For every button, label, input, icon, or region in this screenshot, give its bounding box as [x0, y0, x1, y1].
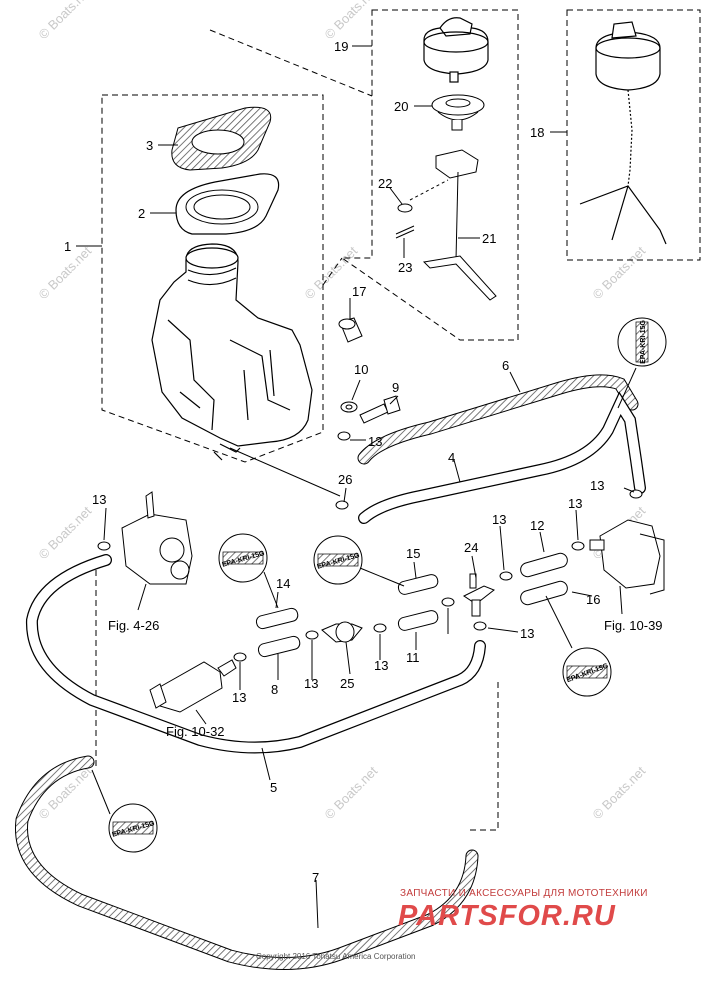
seal-part-20: [431, 94, 485, 131]
callout-18: 18: [530, 125, 544, 140]
callout-12: 12: [530, 518, 544, 533]
callout-1: 1: [64, 239, 71, 254]
callout-13-a: 13: [368, 434, 382, 449]
callout-7: 7: [312, 870, 319, 885]
tank-group-outline: [101, 94, 324, 463]
watermark: © Boats.net: [322, 763, 381, 822]
callout-13-d: 13: [568, 496, 582, 511]
tee-part-24: [463, 573, 495, 617]
hose-part-8: [257, 635, 301, 658]
cap-chain-part-18: [579, 21, 667, 245]
callout-numbers: 3 2 1 19 20 18 22 21 23 17 10 9 6 13 4 2…: [64, 39, 663, 885]
epa-label-e: EPA-KRI-15G: [108, 803, 158, 853]
callout-19: 19: [334, 39, 348, 54]
callout-4: 4: [448, 450, 455, 465]
callout-23: 23: [398, 260, 412, 275]
filter-part-25: [321, 621, 363, 643]
epa-label-a: EPA-KRI-15G: [617, 317, 667, 367]
callout-21: 21: [482, 231, 496, 246]
callout-22: 22: [378, 176, 392, 191]
fig-10-32: Fig. 10-32: [166, 724, 225, 739]
callout-17: 17: [352, 284, 366, 299]
watermark: © Boats.net: [36, 0, 95, 42]
epa-label-d: EPA-KRI-15G: [562, 647, 612, 697]
hose-part-15: [397, 574, 439, 595]
hose-part-4: [358, 391, 646, 524]
outlet-line: [229, 447, 341, 497]
callout-26: 26: [338, 472, 352, 487]
watermark: © Boats.net: [590, 763, 649, 822]
hose-part-5: [25, 554, 486, 754]
clip-parts-22-23: [395, 179, 449, 239]
group-outlines: [95, 9, 701, 831]
dash-link: [470, 680, 499, 831]
hose-part-16: [520, 580, 568, 606]
washer-part-10: [340, 401, 358, 413]
callout-13-e: 13: [492, 512, 506, 527]
clamps-part-13: [97, 431, 643, 662]
callout-13-f: 13: [520, 626, 534, 641]
callout-13-c: 13: [92, 492, 106, 507]
svg-text:EPA-KRI-15G: EPA-KRI-15G: [640, 320, 647, 364]
callout-8: 8: [271, 682, 278, 697]
callout-11: 11: [406, 650, 420, 665]
watermark: © Boats.net: [36, 503, 95, 562]
callout-5: 5: [270, 780, 277, 795]
gasket-part-2: [175, 173, 280, 235]
callout-9: 9: [392, 380, 399, 395]
callout-3: 3: [146, 138, 153, 153]
footer-brand-logo[interactable]: PARTSFOR.RU: [398, 900, 616, 932]
gauge-part-21: [422, 149, 497, 301]
callout-2: 2: [138, 206, 145, 221]
dash-link: [322, 257, 343, 286]
bolt-part-9: [359, 395, 401, 424]
oil-tank-part-1: [151, 243, 313, 461]
hose-part-12: [520, 552, 568, 578]
callout-13-g: 13: [232, 690, 246, 705]
callout-14: 14: [276, 576, 290, 591]
callout-6: 6: [502, 358, 509, 373]
fig-4-26: Fig. 4-26: [108, 618, 159, 633]
epa-label-c: EPA-KRI-15G: [313, 535, 363, 585]
callout-13-b: 13: [590, 478, 604, 493]
callout-24: 24: [464, 540, 478, 555]
epa-labels: EPA-KRI-15G EPA-KRI-15G EPA-KRI-15G EPA-…: [108, 317, 667, 853]
epa-label-b: EPA-KRI-15G: [218, 533, 268, 583]
hose-part-7: [14, 755, 479, 971]
cap-gauge-group-outline: [340, 9, 519, 341]
callout-15: 15: [406, 546, 420, 561]
oil-pump-fig-4-26: [121, 491, 193, 585]
dash-link: [209, 29, 373, 97]
watermark: © Boats.net: [590, 243, 649, 302]
hose-part-14: [255, 607, 299, 630]
small-hoses: [255, 552, 568, 658]
callout-13-i: 13: [374, 658, 388, 673]
valve-fig-10-39: [589, 519, 665, 595]
footer-copyright: Copyright 2016 Tohatsu America Corporati…: [256, 952, 416, 961]
grommet-part-17: [338, 317, 363, 343]
watermarks: © Boats.net © Boats.net © Boats.net © Bo…: [36, 0, 649, 822]
hose-part-11: [397, 610, 439, 631]
hose-part-6: [357, 374, 639, 465]
cap-part-19: [423, 17, 489, 83]
callout-10: 10: [354, 362, 368, 377]
callout-20: 20: [394, 99, 408, 114]
footer-tagline: ЗАПЧАСТИ И АКСЕССУАРЫ ДЛЯ МОТОТЕХНИКИ: [400, 888, 648, 899]
fig-10-39: Fig. 10-39: [604, 618, 663, 633]
leader-lines: [76, 45, 637, 929]
callout-13-h: 13: [304, 676, 318, 691]
callout-25: 25: [340, 676, 354, 691]
cap-chain-group-outline: [566, 9, 701, 261]
callout-16: 16: [586, 592, 600, 607]
fitting-fig-10-32: [149, 659, 237, 713]
gasket-part-3: [171, 106, 272, 171]
